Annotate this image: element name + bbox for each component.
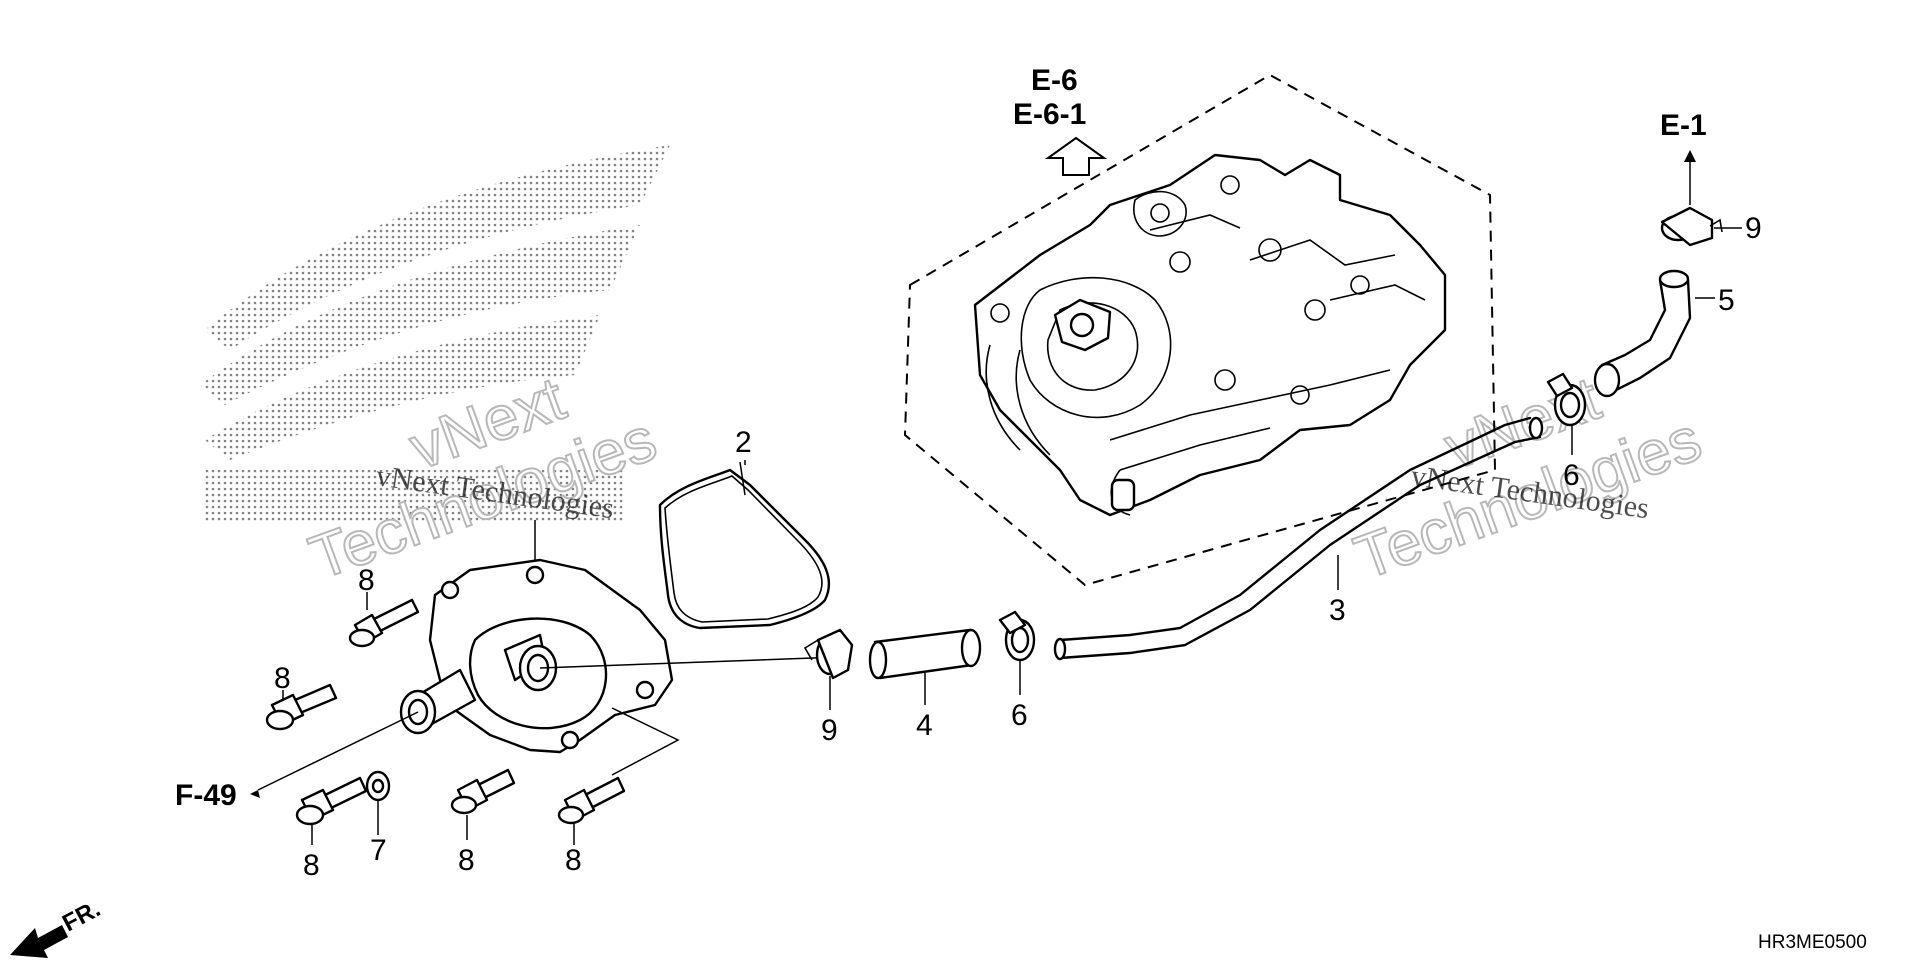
bolt-8-c [295,776,368,826]
callout-5: 5 [1718,284,1735,317]
engine-assembly-outline [903,73,1497,587]
callout-8-a: 8 [358,564,375,597]
callout-8-b: 8 [274,662,291,695]
reference-e-6: E-6 [1031,64,1078,97]
watermark-right: vNext Technologies vNext Technologies [1345,363,1711,594]
callout-7: 7 [370,834,387,867]
callout-6-lower: 6 [1011,699,1028,732]
callout-2: 2 [735,426,752,459]
hose-5 [1593,269,1692,398]
reference-e-1: E-1 [1660,109,1707,142]
bolt-8-a [348,598,420,648]
up-direction-arrow [1044,136,1108,176]
callout-4: 4 [916,709,933,742]
bolt-8-e [557,776,626,825]
callout-9-upper: 9 [1745,212,1762,245]
reference-e-6-1: E-6-1 [1013,98,1086,131]
bolt-8-b [265,683,338,731]
bolt-8-d [450,768,516,815]
reference-f-49: F-49 [175,779,237,812]
clamp-6-lower [998,610,1036,662]
joint-4 [868,628,982,680]
callout-3: 3 [1329,594,1346,627]
honda-wing-logo [200,145,670,522]
clamp-6-upper [1546,372,1587,427]
front-direction-label: FR. [58,895,105,937]
washer-7 [365,770,391,802]
gasket-2 [658,468,831,630]
callout-6-upper: 6 [1563,459,1580,492]
hose-3 [1053,416,1544,661]
front-direction-arrow: FR. [10,895,105,958]
crankcase [973,153,1447,517]
callout-8-e: 8 [565,844,582,877]
clip-9-lower [803,628,854,680]
callout-8-c: 8 [303,849,320,882]
callout-8-d: 8 [458,844,475,877]
callout-9-lower: 9 [821,714,838,747]
diagram-code: HR3ME0500 [1758,932,1867,953]
clip-9-upper [1660,206,1723,247]
water-pump-cover [399,558,674,754]
